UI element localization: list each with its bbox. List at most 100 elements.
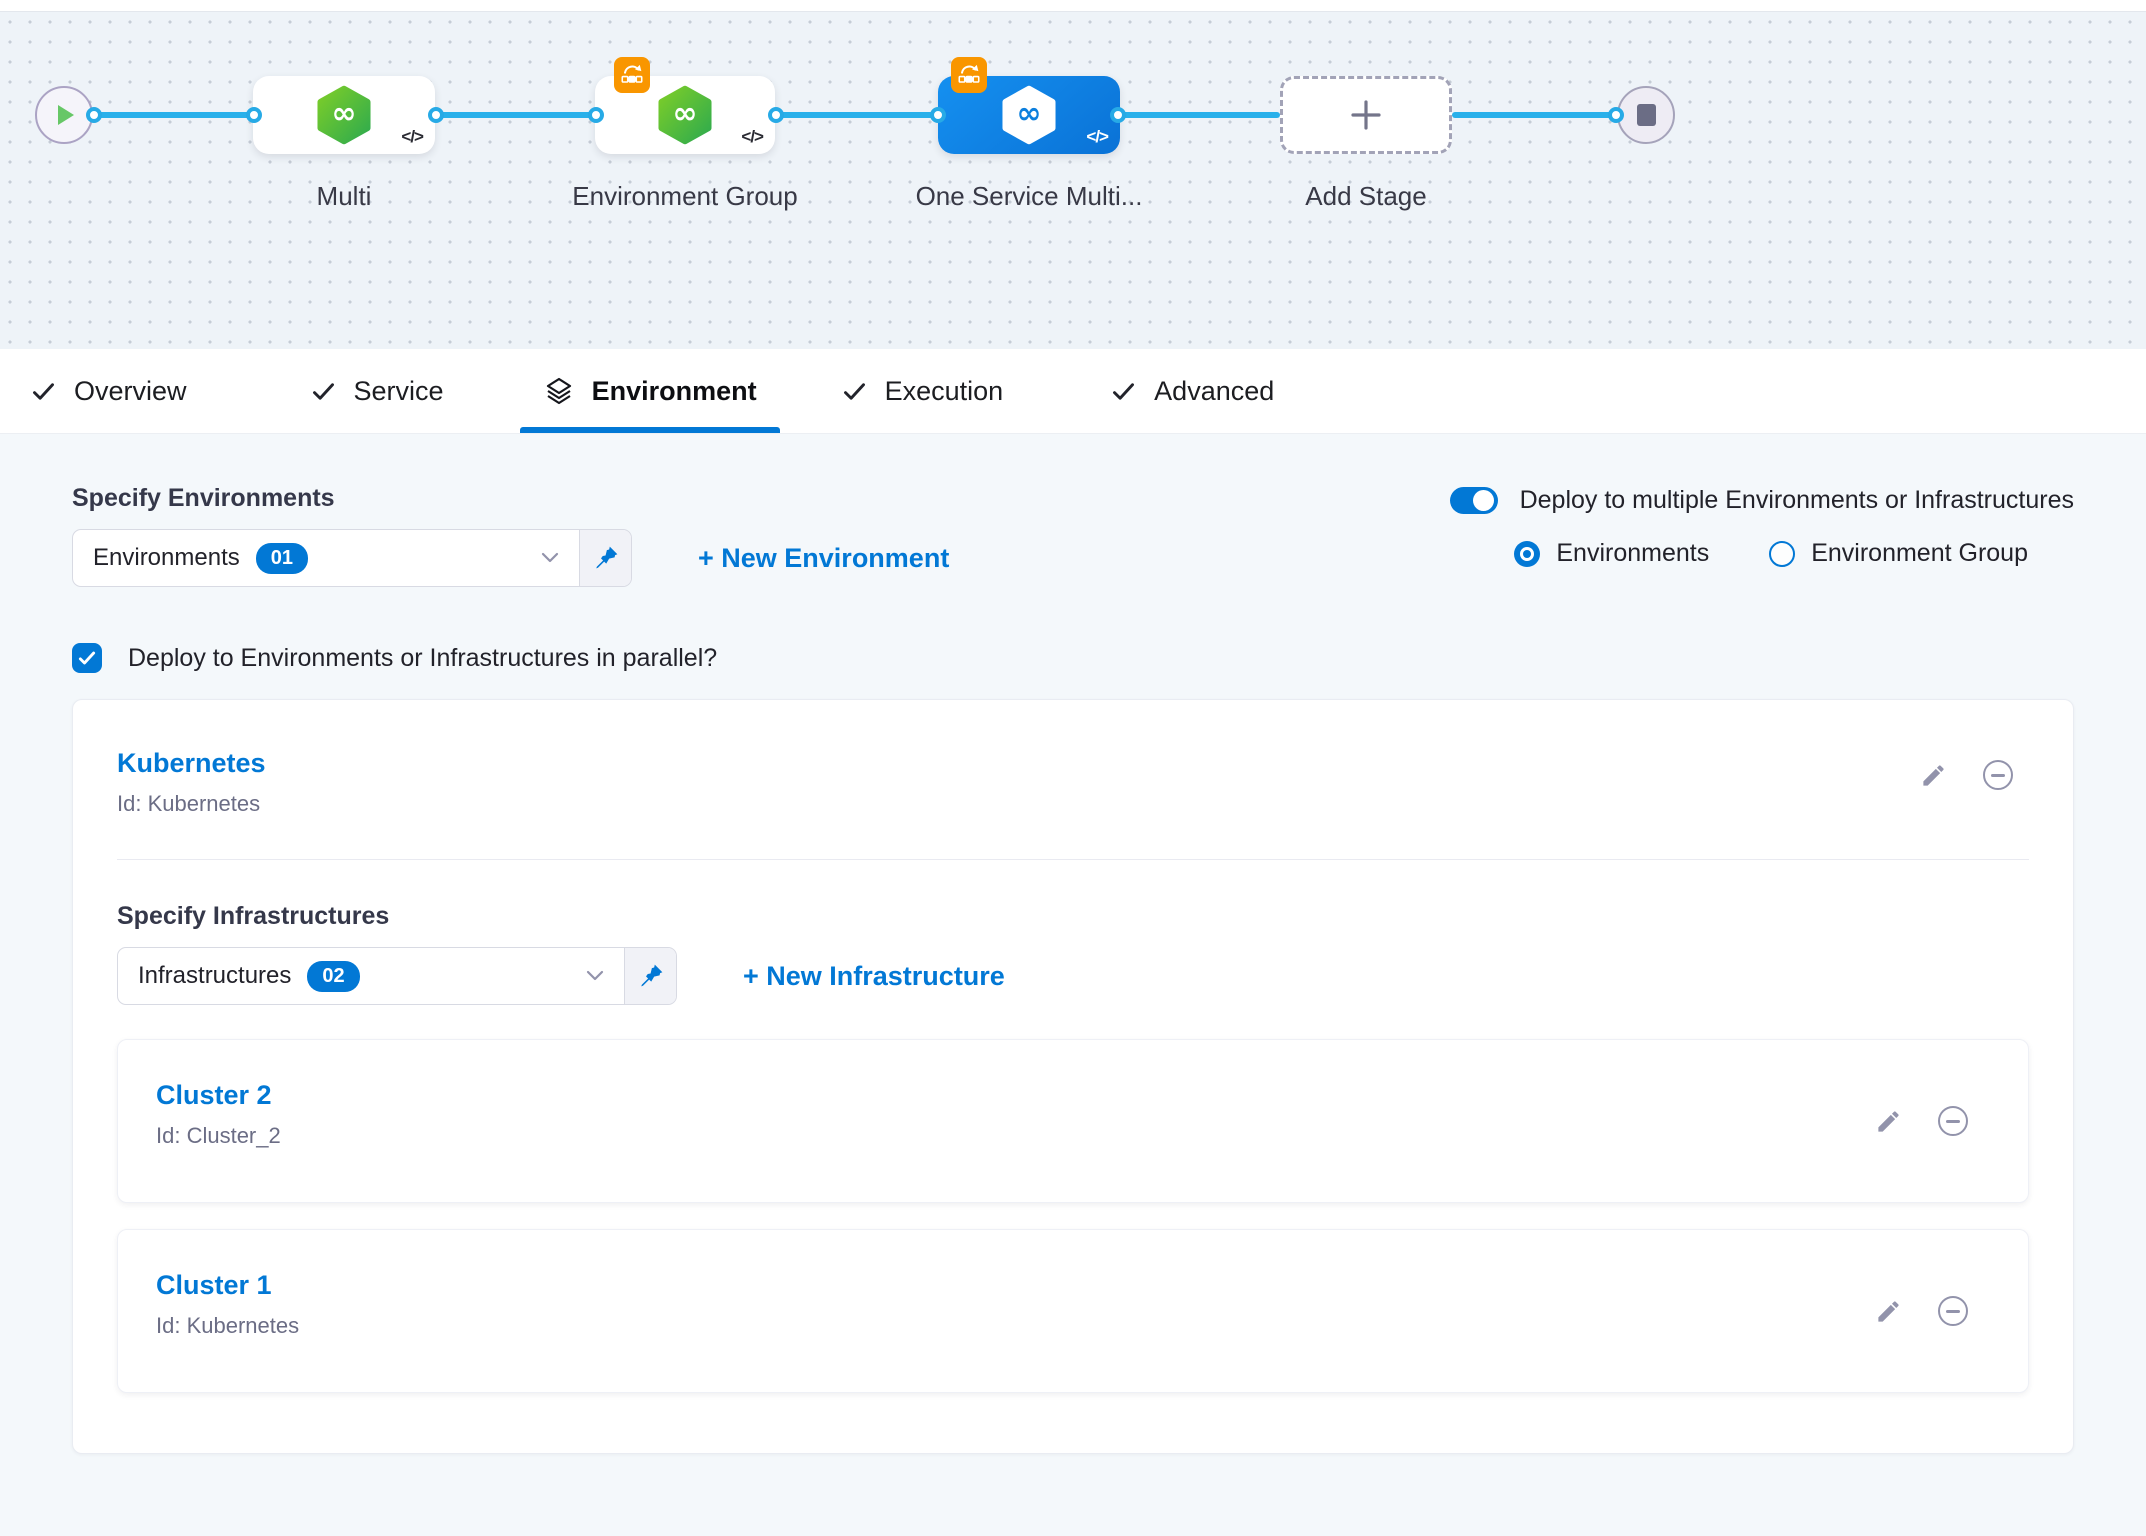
tab-overview[interactable]: Overview bbox=[30, 349, 187, 433]
tab-label: Advanced bbox=[1154, 375, 1275, 406]
edit-environment-button[interactable] bbox=[1920, 762, 1947, 789]
toggle-knob bbox=[1472, 490, 1494, 511]
service-infinity-icon: ∞ bbox=[658, 85, 712, 145]
minus-circle-icon bbox=[1938, 1296, 1968, 1326]
check-icon bbox=[33, 382, 54, 400]
divider bbox=[117, 859, 2029, 860]
play-icon bbox=[58, 105, 74, 125]
infrastructure-name-link[interactable]: Cluster 2 bbox=[156, 1080, 272, 1110]
radio-environment-group-label: Environment Group bbox=[1811, 539, 2028, 567]
pipeline-edge bbox=[1118, 112, 1280, 118]
remove-infrastructure-button[interactable] bbox=[1938, 1106, 1968, 1136]
stage-tabbar: Overview Service Environment Execution A… bbox=[0, 349, 2146, 434]
stage-node-multi[interactable]: ∞ </> bbox=[253, 76, 435, 154]
service-infinity-icon: ∞ bbox=[1002, 85, 1056, 145]
check-icon bbox=[312, 382, 334, 400]
tab-label: Execution bbox=[884, 375, 1004, 406]
add-stage-button[interactable] bbox=[1280, 76, 1452, 154]
specify-infrastructures-title: Specify Infrastructures bbox=[117, 902, 390, 930]
pipeline-edge bbox=[94, 112, 254, 118]
connector-port bbox=[768, 107, 784, 123]
new-environment-link[interactable]: + New Environment bbox=[698, 542, 950, 573]
chevron-down-icon bbox=[586, 970, 604, 981]
tab-service[interactable]: Service bbox=[310, 349, 444, 433]
svg-text:∞: ∞ bbox=[1017, 96, 1042, 131]
connector-port bbox=[1608, 107, 1624, 123]
rolling-strategy-icon bbox=[951, 57, 987, 93]
tab-advanced[interactable]: Advanced bbox=[1110, 349, 1274, 433]
pin-button[interactable] bbox=[579, 530, 631, 586]
pipeline-canvas: ∞ </> Multi ∞ </> Environment Group ∞ < bbox=[0, 12, 2146, 349]
connector-port bbox=[246, 107, 262, 123]
plus-icon bbox=[1351, 100, 1381, 130]
infrastructures-dropdown-main[interactable]: Infrastructures 02 bbox=[118, 948, 624, 1004]
infrastructures-dropdown[interactable]: Infrastructures 02 bbox=[117, 947, 677, 1005]
edit-infrastructure-button[interactable] bbox=[1875, 1108, 1902, 1135]
infrastructure-name-link[interactable]: Cluster 1 bbox=[156, 1270, 272, 1300]
service-infinity-icon: ∞ bbox=[317, 85, 371, 145]
environments-count-badge: 01 bbox=[255, 542, 308, 574]
pin-icon bbox=[595, 546, 617, 569]
stage-label-environment-group: Environment Group bbox=[572, 181, 798, 211]
stop-icon bbox=[1636, 104, 1656, 126]
pipeline-start-node bbox=[35, 86, 93, 144]
pipeline-edge bbox=[436, 112, 596, 118]
environment-name-link[interactable]: Kubernetes bbox=[117, 748, 266, 778]
connector-port bbox=[86, 107, 102, 123]
connector-port bbox=[1110, 107, 1126, 123]
stage-node-environment-group[interactable]: ∞ </> bbox=[595, 76, 775, 154]
connector-port bbox=[428, 107, 444, 123]
pipeline-edge bbox=[1452, 112, 1616, 118]
infrastructures-dropdown-value: Infrastructures bbox=[138, 962, 292, 989]
environments-dropdown[interactable]: Environments 01 bbox=[72, 529, 632, 587]
tab-label: Overview bbox=[74, 375, 187, 406]
pin-icon bbox=[640, 964, 662, 987]
connector-port bbox=[930, 107, 946, 123]
environment-id: Id: Kubernetes bbox=[117, 791, 261, 816]
rolling-strategy-icon bbox=[614, 57, 650, 93]
infrastructure-id: Id: Cluster_2 bbox=[156, 1123, 281, 1148]
svg-text:∞: ∞ bbox=[332, 96, 357, 131]
stage-label-one-service-multi: One Service Multi... bbox=[915, 181, 1143, 211]
check-icon bbox=[843, 382, 865, 400]
deploy-multiple-toggle-label: Deploy to multiple Environments or Infra… bbox=[1519, 486, 2074, 514]
deploy-multiple-toggle[interactable] bbox=[1449, 487, 1498, 514]
new-infrastructure-link[interactable]: + New Infrastructure bbox=[743, 960, 1005, 991]
specify-environments-title: Specify Environments bbox=[72, 484, 335, 512]
radio-environments[interactable]: Environments bbox=[1514, 539, 1709, 568]
pipeline-edge bbox=[776, 112, 938, 118]
tab-environment[interactable]: Environment bbox=[519, 349, 780, 433]
tab-execution[interactable]: Execution bbox=[841, 349, 1004, 433]
infrastructure-card: Cluster 1 Id: Kubernetes bbox=[117, 1229, 2029, 1393]
minus-circle-icon bbox=[1983, 760, 2013, 790]
tab-label: Service bbox=[353, 375, 444, 406]
layers-icon bbox=[546, 377, 571, 405]
code-glyph: </> bbox=[741, 127, 764, 146]
parallel-checkbox-row: Deploy to Environments or Infrastructure… bbox=[72, 643, 2074, 673]
infrastructures-count-badge: 02 bbox=[307, 960, 360, 992]
stage-label-add-stage: Add Stage bbox=[1305, 181, 1427, 211]
pin-button[interactable] bbox=[624, 948, 676, 1004]
stage-label-multi: Multi bbox=[316, 181, 372, 211]
top-strip bbox=[0, 0, 2146, 12]
radio-selected-icon bbox=[1514, 540, 1541, 567]
radio-environment-group[interactable]: Environment Group bbox=[1769, 539, 2028, 568]
environment-tab-content: Specify Environments Environments 01 + N… bbox=[0, 434, 2146, 1536]
chevron-down-icon bbox=[541, 552, 559, 563]
environment-entity: Kubernetes Id: Kubernetes bbox=[117, 748, 266, 817]
radio-environments-label: Environments bbox=[1556, 539, 1710, 567]
environments-dropdown-main[interactable]: Environments 01 bbox=[73, 530, 579, 586]
remove-environment-button[interactable] bbox=[1983, 760, 2013, 790]
edit-infrastructure-button[interactable] bbox=[1875, 1298, 1902, 1325]
code-glyph: </> bbox=[401, 127, 424, 146]
remove-infrastructure-button[interactable] bbox=[1938, 1296, 1968, 1326]
svg-text:∞: ∞ bbox=[673, 96, 698, 131]
pipeline-end-node bbox=[1617, 86, 1675, 144]
pencil-icon bbox=[1923, 764, 1944, 786]
specify-environments-section: Specify Environments Environments 01 + N… bbox=[72, 484, 949, 587]
pencil-icon bbox=[1878, 1300, 1899, 1322]
check-icon bbox=[1113, 382, 1135, 400]
parallel-checkbox[interactable] bbox=[72, 643, 102, 673]
minus-circle-icon bbox=[1938, 1106, 1968, 1136]
pencil-icon bbox=[1878, 1110, 1899, 1132]
